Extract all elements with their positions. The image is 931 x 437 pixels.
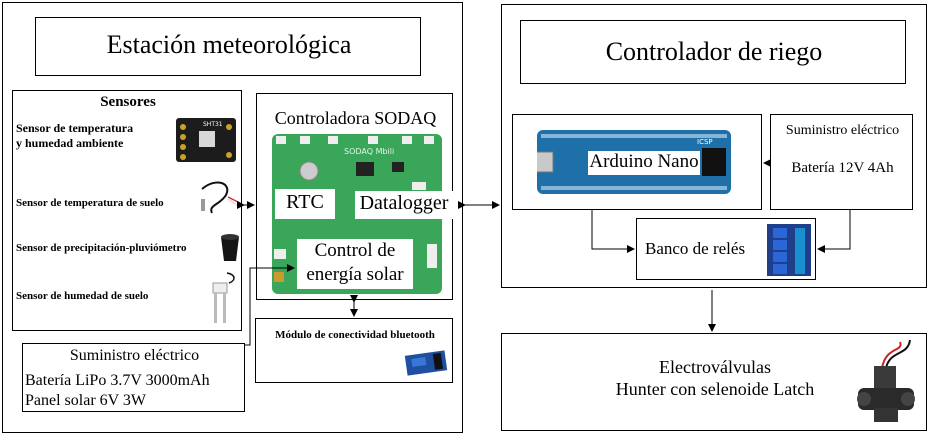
sensor-label-air-temp-humidity: Sensor de temperatura y humedad ambiente bbox=[16, 121, 134, 150]
sodaq-controller-title: Controladora SODAQ bbox=[274, 108, 437, 128]
arduino-label: Arduino Nano bbox=[589, 151, 699, 172]
bluetooth-module-box: Módulo de conectividad bluetooth bbox=[255, 318, 453, 383]
solar-control-label-line2: energía solar bbox=[306, 264, 404, 285]
valves-box: Electroválvulas Hunter con selenoide Lat… bbox=[501, 333, 927, 431]
station-power-solar-panel: Panel solar 6V 3W bbox=[25, 392, 147, 409]
bluetooth-module-label: Módulo de conectividad bluetooth bbox=[275, 329, 435, 341]
valves-label-line2: Hunter con selenoide Latch bbox=[615, 379, 815, 399]
irrigation-power-box: Suministro eléctrico Batería 12V 4Ah bbox=[770, 114, 913, 210]
sensors-heading: Sensores bbox=[100, 94, 156, 110]
rtc-label: RTC bbox=[286, 191, 324, 213]
datalogger-label-bg bbox=[355, 191, 453, 219]
temp-humidity-sensor-board-icon: SHT31 bbox=[176, 118, 236, 162]
sodaq-board-components: SODAQ Mbili bbox=[274, 136, 437, 282]
solenoid-valve-icon bbox=[857, 339, 915, 422]
bluetooth-module-icon bbox=[404, 350, 448, 376]
irrigation-power-battery: Batería 12V 4Ah bbox=[791, 160, 894, 176]
svg-text:SHT31: SHT31 bbox=[203, 121, 223, 128]
arduino-label-bg bbox=[588, 151, 700, 175]
station-power-box: Suministro eléctrico bbox=[22, 343, 245, 412]
arduino-relay-line bbox=[591, 210, 635, 253]
solar-control-label-line1: Control de bbox=[314, 240, 396, 261]
weather-station-title-box: Estación meteorológica bbox=[35, 17, 421, 76]
arduino-icsp-text: ICSP bbox=[697, 138, 713, 146]
arduino-box: ICSP Arduino Nano bbox=[512, 114, 762, 210]
sensor-label-rain-gauge: Sensor de precipitación-pluviómetro bbox=[16, 242, 187, 254]
sodaq-board-text: SODAQ Mbili bbox=[344, 147, 394, 156]
rtc-label-bg bbox=[275, 189, 335, 219]
sensor-label-soil-temp: Sensor de temperatura de suelo bbox=[16, 197, 164, 209]
relay-bank-box: Banco de relés bbox=[636, 218, 816, 280]
irrigation-power-title: Suministro eléctrico bbox=[785, 123, 900, 138]
sensor-label-soil-moisture: Sensor de humedad de suelo bbox=[16, 290, 149, 302]
station-power-battery: Batería LiPo 3.7V 3000mAh bbox=[25, 372, 210, 389]
datalogger-label: Datalogger bbox=[359, 192, 449, 214]
irrigation-title-box: Controlador de riego bbox=[520, 20, 906, 84]
arduino-nano-board-image: ICSP bbox=[537, 130, 731, 194]
relay-bank-label: Banco de relés bbox=[645, 239, 746, 258]
sodaq-controller-box: Controladora SODAQ SODAQ Mbili RTC Datal… bbox=[256, 93, 453, 300]
rain-gauge-icon bbox=[221, 234, 239, 261]
weather-station-title: Estación meteorológica bbox=[106, 30, 352, 59]
arduino-nano-components: ICSP bbox=[537, 134, 727, 190]
soil-moisture-probe-icon bbox=[212, 272, 235, 323]
relay-module-icon bbox=[767, 224, 811, 276]
valves-label-line1: Electroválvulas bbox=[659, 357, 771, 377]
station-power-title: Suministro eléctrico bbox=[69, 347, 200, 364]
power-relay-line bbox=[817, 210, 851, 253]
solar-control-label-bg bbox=[297, 239, 413, 289]
sensors-box: Sensores Sensor de temperatura y humedad… bbox=[12, 90, 242, 331]
irrigation-title: Controlador de riego bbox=[605, 37, 823, 66]
power-solar-line bbox=[245, 264, 295, 346]
